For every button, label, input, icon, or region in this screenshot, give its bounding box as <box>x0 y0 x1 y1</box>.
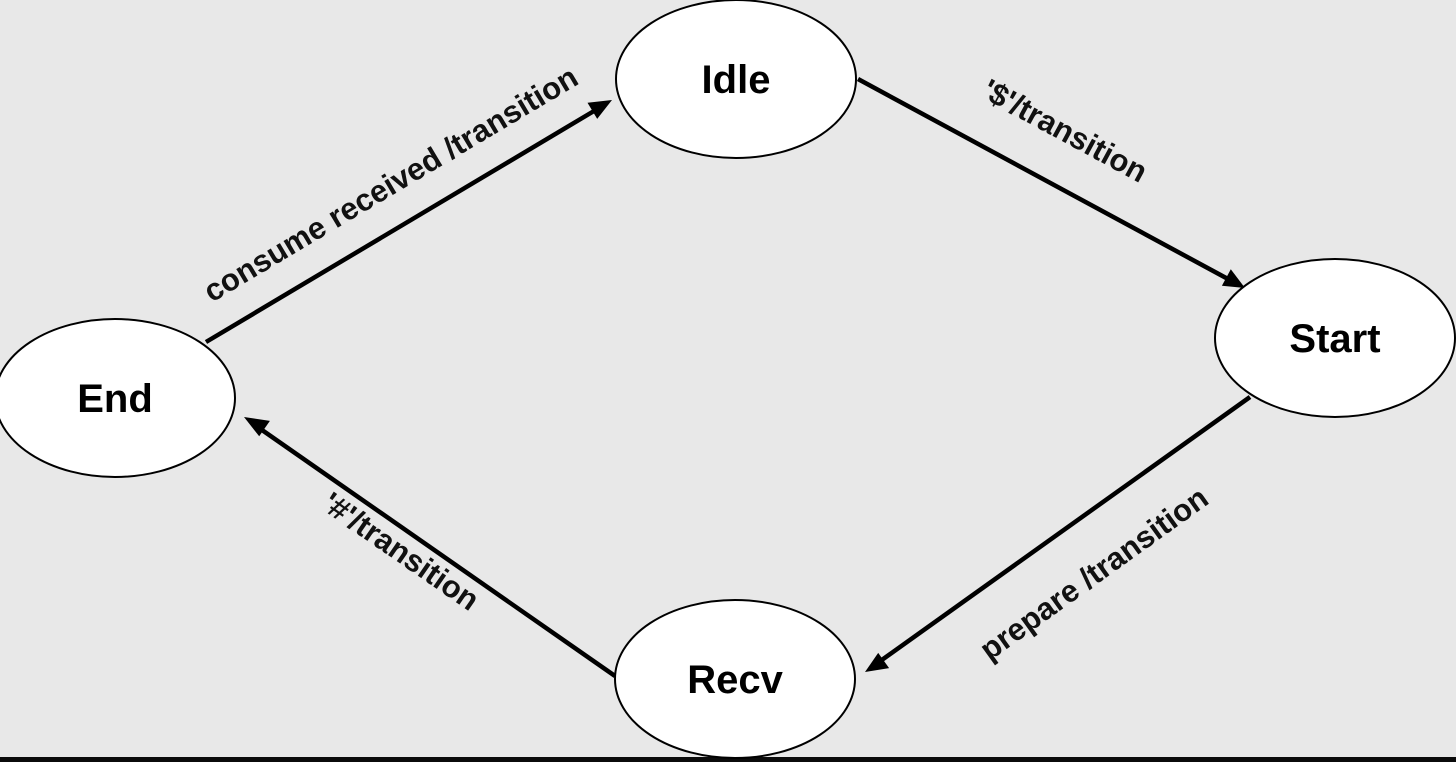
state-recv: Recv <box>614 599 856 759</box>
state-end: End <box>0 318 236 478</box>
state-ellipse <box>615 0 857 159</box>
edge-idle-to-start <box>856 77 1245 288</box>
state-start: Start <box>1214 258 1456 418</box>
state-idle: Idle <box>615 0 857 159</box>
edge-line <box>877 395 1252 664</box>
state-label-start: Start <box>1289 317 1380 361</box>
arrowhead-icon <box>244 417 270 437</box>
edge-start-to-recv <box>865 395 1252 672</box>
arrowhead-icon <box>865 652 890 672</box>
state-ellipse <box>1214 258 1456 418</box>
edge-line <box>260 428 617 678</box>
arrowhead-icon <box>1221 269 1245 288</box>
state-ellipse <box>0 318 236 478</box>
state-ellipse <box>614 599 856 759</box>
state-label-recv: Recv <box>687 658 783 702</box>
edge-line <box>204 109 596 344</box>
arrowhead-icon <box>587 100 612 119</box>
edge-line <box>856 77 1230 281</box>
state-label-end: End <box>77 377 153 421</box>
bottom-edge-strip <box>0 757 1456 762</box>
edge-end-to-idle <box>204 100 612 344</box>
state-label-idle: Idle <box>702 58 771 102</box>
edge-recv-to-end <box>244 417 617 678</box>
